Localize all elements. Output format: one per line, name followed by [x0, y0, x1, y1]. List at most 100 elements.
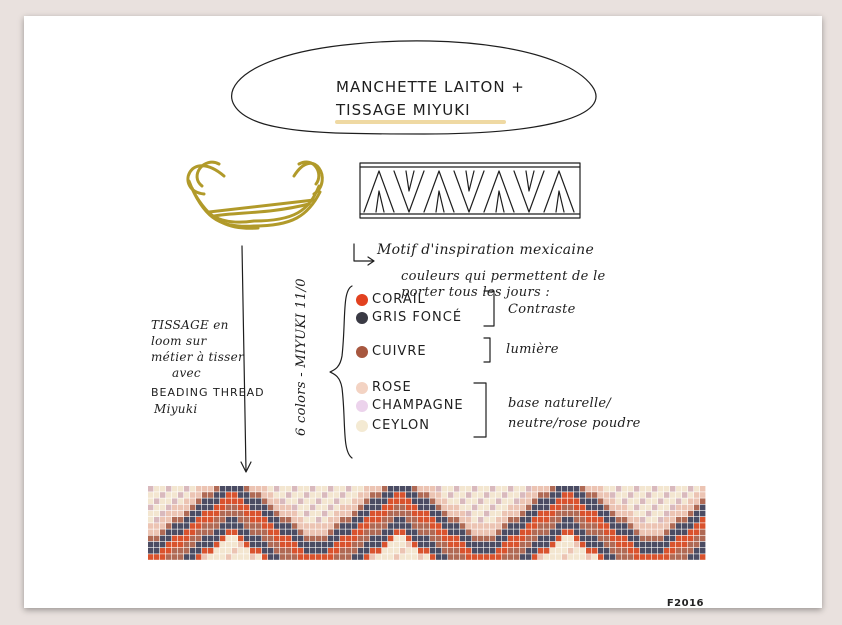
bead [610, 486, 616, 492]
bead [340, 510, 346, 517]
bead [274, 523, 280, 529]
bead [406, 523, 412, 529]
bead [214, 529, 220, 535]
bead [586, 535, 592, 542]
footer-code: F2016 [666, 598, 704, 609]
bead [490, 510, 496, 517]
bead [304, 548, 310, 554]
bead [676, 517, 682, 523]
bead [160, 541, 166, 548]
bead [250, 523, 256, 529]
bead [592, 517, 598, 523]
bead [400, 548, 406, 554]
bead [232, 535, 238, 542]
bead [184, 529, 190, 535]
bead [262, 504, 268, 511]
color-swatch [356, 419, 368, 432]
bead [586, 529, 592, 535]
bead [388, 486, 394, 492]
bead [244, 541, 250, 548]
bead [496, 554, 502, 560]
bead [700, 523, 706, 529]
bead [244, 554, 250, 560]
bead [658, 554, 664, 560]
bead [484, 548, 490, 554]
bead [394, 554, 400, 560]
bead [262, 535, 268, 542]
bead [334, 486, 340, 492]
bead [322, 529, 328, 535]
bead [214, 504, 220, 511]
bead [352, 504, 358, 511]
bead [538, 492, 544, 498]
bead [196, 486, 202, 492]
bead [640, 554, 646, 560]
bead [592, 504, 598, 511]
bead [406, 504, 412, 511]
bead [514, 517, 520, 523]
bead [532, 535, 538, 542]
bead [328, 510, 334, 517]
bead [160, 517, 166, 523]
bead [586, 510, 592, 517]
bead [358, 517, 364, 523]
bead [388, 517, 394, 523]
color-name: CEYLON [372, 418, 430, 433]
bead [298, 517, 304, 523]
bead [556, 535, 562, 542]
bead [514, 548, 520, 554]
bead [262, 517, 268, 523]
bead [214, 517, 220, 523]
bead [208, 486, 214, 492]
bead [460, 548, 466, 554]
bead [358, 548, 364, 554]
bead [274, 504, 280, 511]
bead [622, 486, 628, 492]
bead [610, 492, 616, 498]
bead [154, 504, 160, 511]
bead [382, 517, 388, 523]
bead [472, 510, 478, 517]
bead [586, 517, 592, 523]
bead [568, 523, 574, 529]
bead [634, 510, 640, 517]
bead [574, 529, 580, 535]
bead [550, 529, 556, 535]
bead [268, 523, 274, 529]
bead [286, 492, 292, 498]
bead [424, 504, 430, 511]
color-name: GRIS FONCÉ [372, 310, 463, 325]
bead [520, 548, 526, 554]
bead [256, 504, 262, 511]
bead [520, 523, 526, 529]
bead [658, 535, 664, 542]
bead [424, 492, 430, 498]
bead [508, 492, 514, 498]
bead [526, 554, 532, 560]
bead [412, 523, 418, 529]
bead [376, 529, 382, 535]
bead [406, 548, 412, 554]
bead [412, 535, 418, 542]
bead [406, 498, 412, 504]
bead [334, 510, 340, 517]
bead [610, 510, 616, 517]
bead [298, 523, 304, 529]
bead [376, 510, 382, 517]
bead [418, 529, 424, 535]
bead [418, 510, 424, 517]
bead [634, 492, 640, 498]
bead [304, 486, 310, 492]
bead [298, 554, 304, 560]
bead [214, 510, 220, 517]
bead [610, 523, 616, 529]
bead [196, 498, 202, 504]
bead [250, 510, 256, 517]
bead [598, 510, 604, 517]
bead [508, 510, 514, 517]
bead [598, 498, 604, 504]
bead [286, 529, 292, 535]
bead [346, 492, 352, 498]
bead [496, 535, 502, 542]
bead [670, 492, 676, 498]
